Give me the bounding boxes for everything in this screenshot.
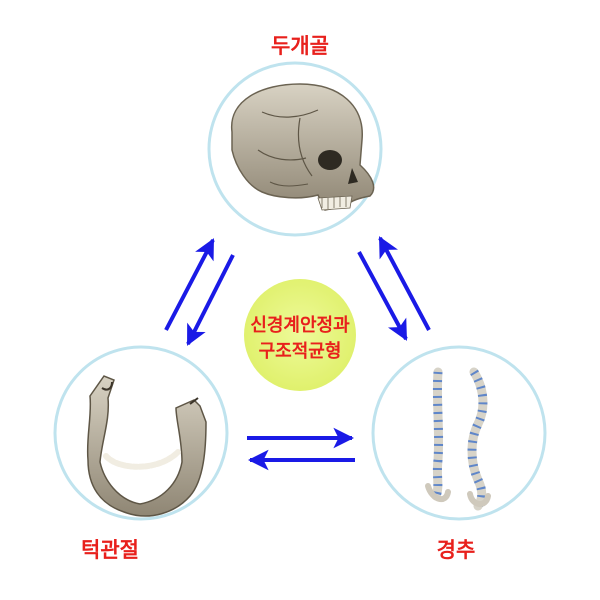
node-jaw xyxy=(53,345,229,521)
center-text-line-2: 구조적균형 xyxy=(258,341,342,362)
node-skull xyxy=(207,61,383,237)
arrow-skull-to-spine xyxy=(357,251,408,341)
skull-icon xyxy=(231,83,375,211)
spine-icon xyxy=(425,367,491,511)
center-text-line-1: 신경계안정과 xyxy=(250,315,350,336)
spine-label: 경추 xyxy=(436,538,476,562)
arrow-spine-to-skull xyxy=(378,236,431,331)
center-text: 신경계안정과 구조적균형 xyxy=(226,313,374,365)
arrow-skull-to-jaw xyxy=(186,254,235,346)
mandible-icon xyxy=(86,375,207,517)
node-ring xyxy=(371,345,547,521)
jaw-label: 턱관절 xyxy=(81,538,139,562)
center-circle xyxy=(244,279,356,391)
skull-label: 두개골 xyxy=(271,34,329,58)
arrow-jaw-to-skull xyxy=(164,238,215,331)
node-spine xyxy=(371,345,547,521)
